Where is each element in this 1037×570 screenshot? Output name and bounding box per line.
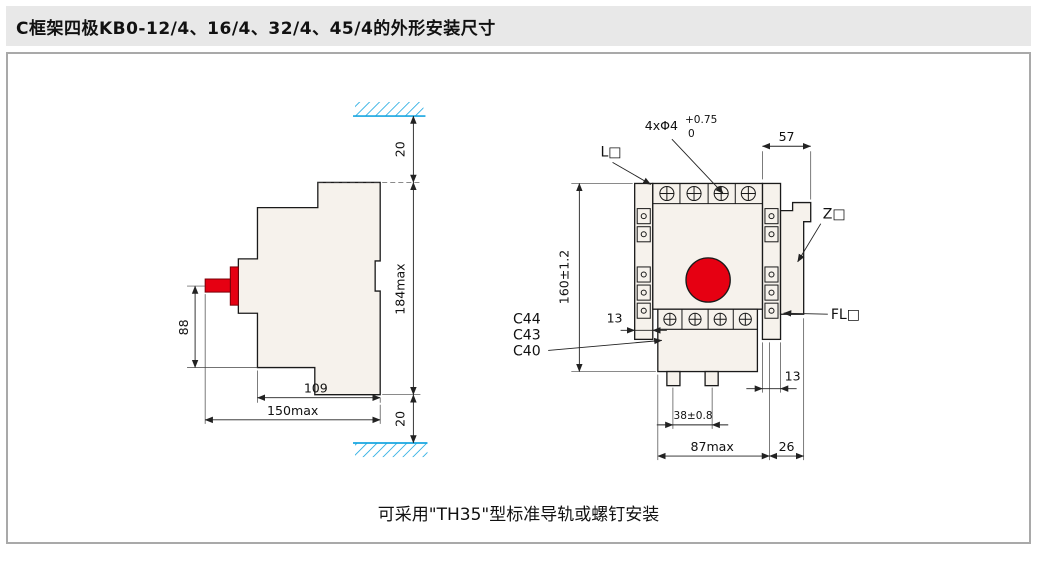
svg-text:13: 13 — [785, 369, 801, 384]
svg-text:109: 109 — [304, 381, 328, 396]
terminal-screw-icon — [713, 185, 729, 202]
svg-text:0: 0 — [688, 128, 695, 140]
svg-text:150max: 150max — [267, 403, 319, 418]
svg-text:57: 57 — [779, 129, 795, 144]
svg-text:C43: C43 — [513, 327, 541, 343]
holes-note: 4xΦ4 +0.75 0 — [645, 114, 724, 194]
terminal-screw-icon — [738, 312, 752, 326]
mounting-tab — [666, 370, 681, 387]
diagram-panel: 20 184max 20 88 109 — [6, 52, 1031, 544]
dim-holes-pitch: 38±0.8 — [656, 387, 729, 429]
label-z-frame: Z□ — [797, 207, 846, 263]
svg-text:38±0.8: 38±0.8 — [674, 410, 713, 422]
dim-handle-height: 88 — [176, 285, 258, 368]
side-extension-tab — [779, 201, 812, 315]
technical-drawing: 20 184max 20 88 109 — [176, 101, 860, 461]
dim-rail-left: 13 — [607, 310, 667, 334]
svg-text:13: 13 — [607, 310, 623, 325]
svg-text:88: 88 — [176, 319, 191, 335]
dim-mounting-height: 160±1.2 — [556, 183, 656, 372]
page: C框架四极KB0-12/4、16/4、32/4、45/4的外形安装尺寸 — [6, 6, 1031, 544]
front-view: 4xΦ4 +0.75 0 57 L□ — [513, 114, 860, 461]
terminal-screw-icon — [663, 312, 677, 326]
dim-extension-width: 26 — [769, 318, 805, 461]
terminal-screw-icon — [740, 185, 756, 202]
dim-bottom-gap: 20 — [392, 411, 407, 427]
top-terminal-strip — [652, 183, 763, 205]
page-title: C框架四极KB0-12/4、16/4、32/4、45/4的外形安装尺寸 — [16, 18, 496, 39]
terminal-screw-icon — [713, 312, 727, 326]
right-column-contacts — [764, 208, 779, 319]
model-callout: C44 C43 C40 — [513, 311, 663, 359]
svg-text:C44: C44 — [513, 311, 541, 327]
dim-top-right: 57 — [762, 129, 812, 200]
dim-depth: 109 — [257, 370, 381, 403]
left-column-contacts — [636, 208, 651, 319]
lower-terminal-strip — [657, 309, 758, 330]
svg-text:26: 26 — [779, 439, 795, 454]
dim-top-gap: 20 — [392, 141, 407, 157]
svg-text:Z□: Z□ — [823, 207, 846, 223]
svg-text:87max: 87max — [690, 439, 734, 454]
dim-vertical-chain: 20 184max 20 — [392, 115, 417, 444]
title-bar: C框架四极KB0-12/4、16/4、32/4、45/4的外形安装尺寸 — [6, 6, 1031, 46]
caption: 可采用"TH35"型标准导轨或螺钉安装 — [377, 505, 660, 525]
svg-text:+0.75: +0.75 — [685, 114, 717, 126]
top-mounting-surface — [353, 101, 426, 117]
breaker-side-outline — [237, 181, 381, 396]
svg-text:L□: L□ — [600, 144, 621, 160]
terminal-screw-icon — [686, 185, 702, 202]
svg-text:4xΦ4: 4xΦ4 — [645, 118, 678, 133]
label-fl-frame: FL□ — [783, 307, 860, 323]
mounting-tab — [704, 370, 719, 387]
svg-text:160±1.2: 160±1.2 — [556, 250, 571, 304]
terminal-screw-icon — [659, 185, 675, 202]
red-button — [685, 257, 731, 303]
svg-text:C40: C40 — [513, 343, 541, 359]
dim-width-max: 87max — [657, 342, 770, 461]
dim-depth-max: 150max — [204, 294, 381, 424]
bottom-mounting-surface — [353, 442, 428, 458]
dim-rail-right: 13 — [746, 342, 801, 393]
dim-overall-height: 184max — [392, 263, 407, 315]
side-view: 20 184max 20 88 109 — [176, 101, 428, 458]
label-l-frame: L□ — [600, 144, 652, 185]
operating-handle — [204, 266, 239, 306]
svg-text:FL□: FL□ — [831, 307, 860, 323]
terminal-screw-icon — [688, 312, 702, 326]
